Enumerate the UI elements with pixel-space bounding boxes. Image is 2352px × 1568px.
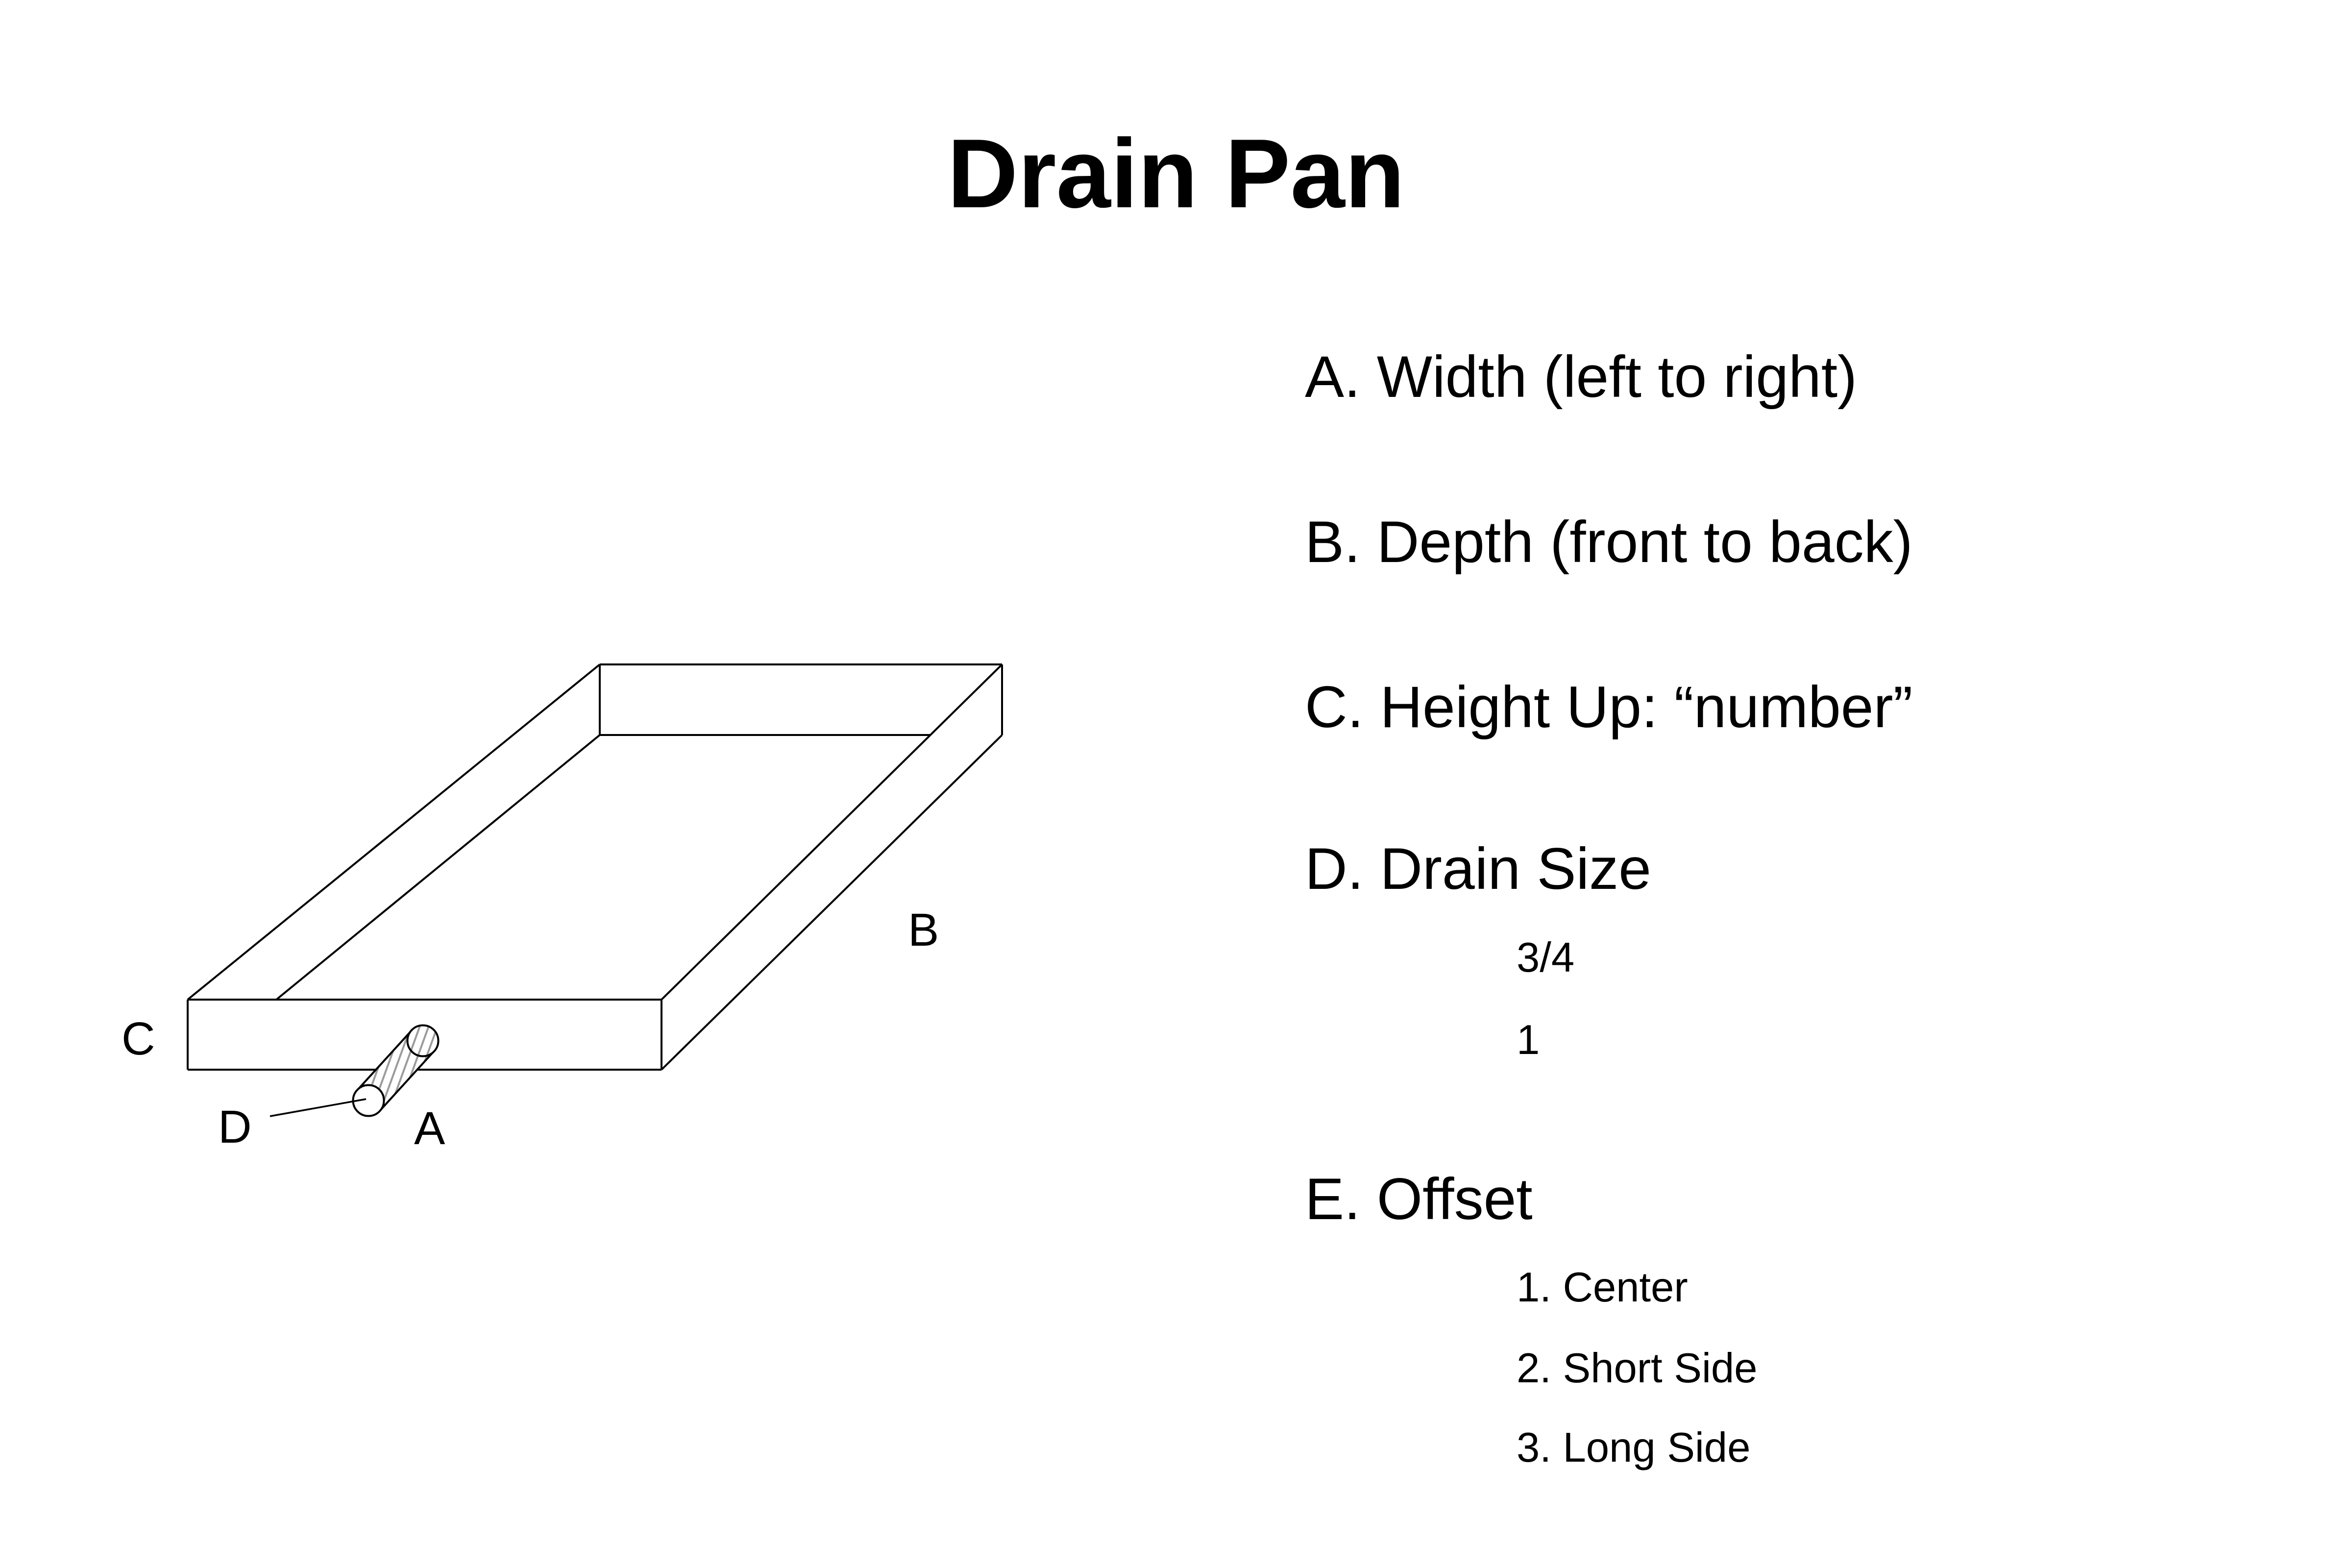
legend-item-offset: E. Offset [1305,1166,1533,1232]
offset-option-center: 1. Center [1517,1264,1688,1311]
diagram-label-depth: B [908,904,939,956]
drain-leader-line [270,1098,367,1117]
legend-item-depth: B. Depth (front to back) [1305,509,1913,575]
drain-size-option-three-quarter: 3/4 [1517,934,1575,981]
legend-item-height: C. Height Up: “number” [1305,674,1913,740]
page-title: Drain Pan [947,119,1405,228]
pan-left-inner-edge [275,734,601,1001]
legend-item-width: A. Width (left to right) [1305,344,1857,410]
drain-pipe [270,1024,440,1117]
pan-left-outer-edge [187,663,601,1001]
pan-right-top-edge [661,663,1003,1001]
diagram-label-drain: D [218,1101,252,1153]
diagram-label-height: C [122,1013,155,1065]
pan-right-bottom-edge [661,734,1003,1071]
diagram-label-width: A [414,1102,445,1154]
offset-option-short-side: 2. Short Side [1517,1345,1758,1392]
drain-hole-circle [406,1024,440,1057]
legend-item-drain-size: D. Drain Size [1305,836,1651,902]
drain-size-option-one: 1 [1517,1017,1540,1063]
drain-pipe-lower-side [379,1050,435,1112]
drain-pipe-upper-side [356,1029,413,1091]
pan-outline [187,663,1003,1071]
offset-option-long-side: 3. Long Side [1517,1424,1751,1471]
